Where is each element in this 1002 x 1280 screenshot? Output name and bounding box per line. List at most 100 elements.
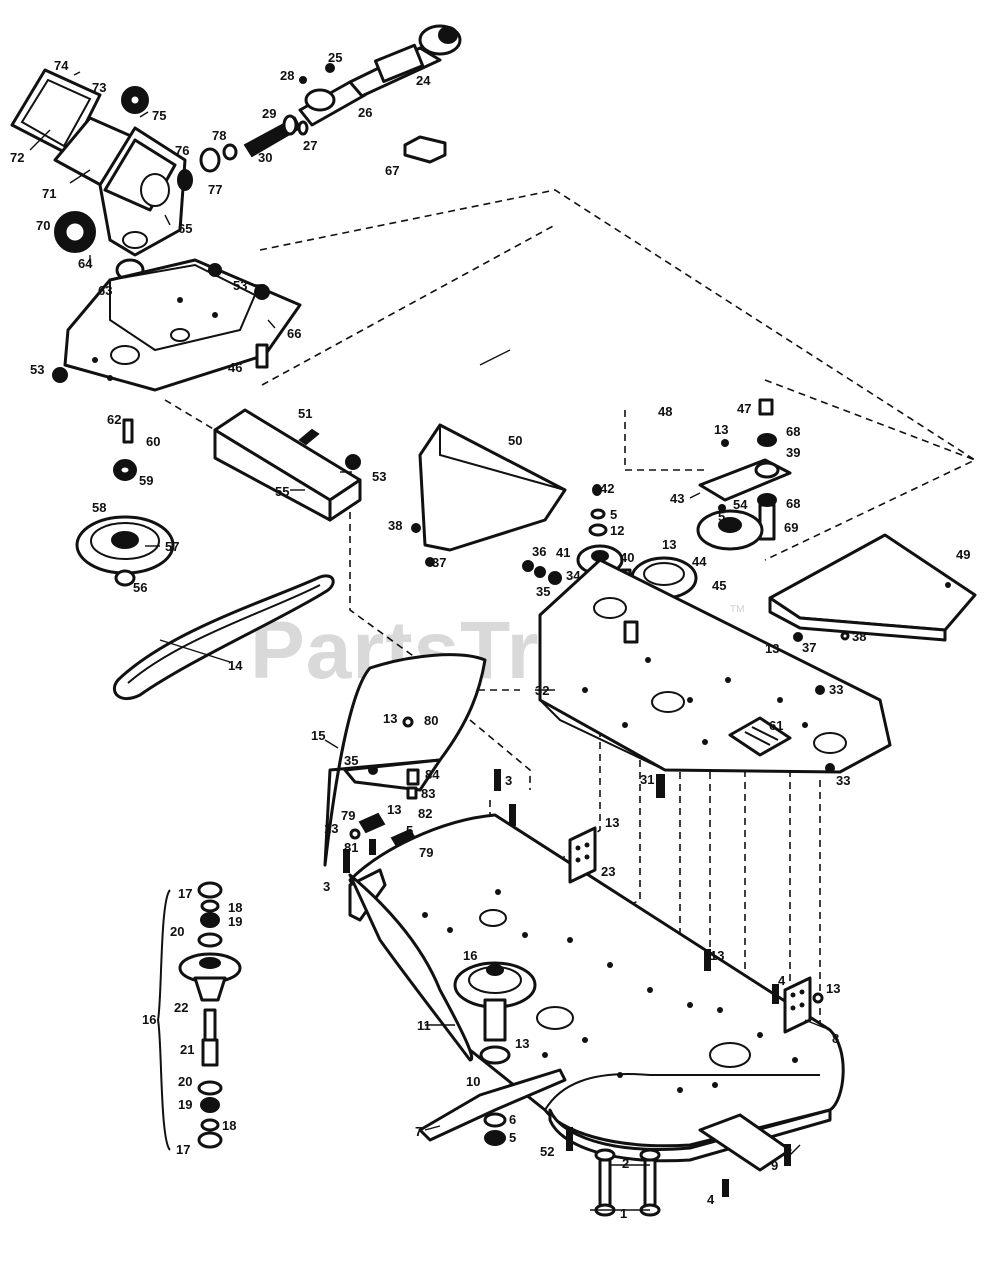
callout-47: 47 (737, 401, 751, 416)
callout-56: 56 (133, 580, 147, 595)
callout-20-upper: 20 (170, 924, 184, 939)
callout-59: 59 (139, 473, 153, 488)
callout-58: 58 (92, 500, 106, 515)
callout-55: 55 (275, 484, 289, 499)
callout-33-upper: 33 (829, 682, 843, 697)
callout-70: 70 (36, 218, 50, 233)
callout-76: 76 (175, 143, 189, 158)
callout-5-idler: 5 (718, 509, 725, 524)
callout-60: 60 (146, 434, 160, 449)
callout-29: 29 (262, 106, 276, 121)
callout-13-left: 13 (324, 821, 338, 836)
callout-63: 63 (98, 283, 112, 298)
decal-plate (728, 716, 792, 757)
callout-72: 72 (10, 150, 24, 165)
discharge-chute (323, 653, 487, 873)
callout-44: 44 (692, 554, 707, 569)
callout-5-lever: 5 (406, 823, 413, 838)
spindle-exploded-view (156, 881, 242, 1151)
callout-37-left: 37 (432, 555, 446, 570)
callout-57: 57 (165, 539, 179, 554)
callout-28: 28 (280, 68, 294, 83)
watermark-trademark: TM (730, 604, 744, 615)
callout-83: 83 (421, 786, 435, 801)
idler-bracket (696, 398, 792, 551)
callout-23: 23 (601, 864, 615, 879)
callout-52: 52 (540, 1144, 554, 1159)
callout-54: 54 (733, 497, 748, 512)
callout-14-hardware: 4 (778, 973, 786, 988)
callout-19-lower: 19 (178, 1097, 192, 1112)
callout-64: 64 (78, 256, 93, 271)
callout-35-chute: 35 (344, 753, 358, 768)
callout-13-right: 13 (826, 981, 840, 996)
deck-top-plate (538, 558, 892, 798)
callout-13-pulley: 13 (662, 537, 676, 552)
leader-lines (29, 71, 826, 1211)
callout-33-lower: 33 (836, 773, 850, 788)
callout-31: 31 (640, 772, 654, 787)
callout-49: 49 (956, 547, 970, 562)
callout-24: 24 (416, 73, 431, 88)
callout-30: 30 (258, 150, 272, 165)
callout-81: 81 (344, 840, 358, 855)
gearbox-base-plate (63, 258, 302, 392)
callout-15: 15 (311, 728, 325, 743)
callout-48: 48 (658, 404, 672, 419)
spindle-and-blade (418, 769, 824, 1217)
callout-7: 7 (415, 1124, 422, 1139)
pulley-stack-left (75, 418, 175, 587)
callout-37-right: 37 (802, 640, 816, 655)
callout-17-lower: 17 (176, 1142, 190, 1157)
callout-41: 41 (556, 545, 570, 560)
callout-17-upper: 17 (178, 886, 192, 901)
callout-9: 9 (771, 1158, 778, 1173)
callout-45: 45 (712, 578, 726, 593)
callout-25: 25 (328, 50, 342, 65)
callout-39: 39 (786, 445, 800, 460)
callout-69: 69 (784, 520, 798, 535)
callout-13-deck: 13 (765, 641, 779, 656)
callout-20-lower: 20 (178, 1074, 192, 1089)
callout-34: 34 (566, 568, 581, 583)
callout-75: 75 (152, 108, 166, 123)
callout-27: 27 (303, 138, 317, 153)
callout-79-lower: 79 (419, 845, 433, 860)
callout-65: 65 (178, 221, 192, 236)
callout-19-upper: 19 (228, 914, 242, 929)
callout-22: 22 (174, 1000, 188, 1015)
belt-cover (768, 533, 977, 642)
callout-78: 78 (212, 128, 226, 143)
callout-6: 6 (509, 1112, 516, 1127)
callout-80: 80 (424, 713, 438, 728)
callout-26: 26 (358, 105, 372, 120)
callout-10: 10 (466, 1074, 480, 1089)
callout-82: 82 (418, 806, 432, 821)
callout-53-upper: 53 (233, 278, 247, 293)
callout-46: 46 (228, 360, 242, 375)
callout-5-blade: 5 (509, 1130, 516, 1145)
callout-84: 84 (425, 767, 440, 782)
callout-13-chute: 13 (383, 711, 397, 726)
callout-13-lever: 13 (387, 802, 401, 817)
callout-79-upper: 79 (341, 808, 355, 823)
rubber-block (403, 135, 447, 164)
callout-68-upper: 68 (786, 424, 800, 439)
callout-38-right: 38 (852, 629, 866, 644)
callout-53-left: 53 (30, 362, 44, 377)
callout-4: 4 (707, 1192, 715, 1207)
callout-36: 36 (532, 544, 546, 559)
callout-40: 40 (620, 550, 634, 565)
callout-13-spindle: 13 (515, 1036, 529, 1051)
callout-8: 8 (832, 1031, 839, 1046)
callout-71: 71 (42, 186, 56, 201)
callout-12: 12 (610, 523, 624, 538)
mower-blade (418, 1068, 567, 1142)
gearbox-assembly (10, 68, 302, 392)
callout-43: 43 (670, 491, 684, 506)
callout-16-spindle: 16 (463, 948, 477, 963)
callout-18-upper: 18 (228, 900, 242, 915)
callout-13-deck-lower: 13 (710, 948, 724, 963)
callout-32: 32 (535, 683, 549, 698)
